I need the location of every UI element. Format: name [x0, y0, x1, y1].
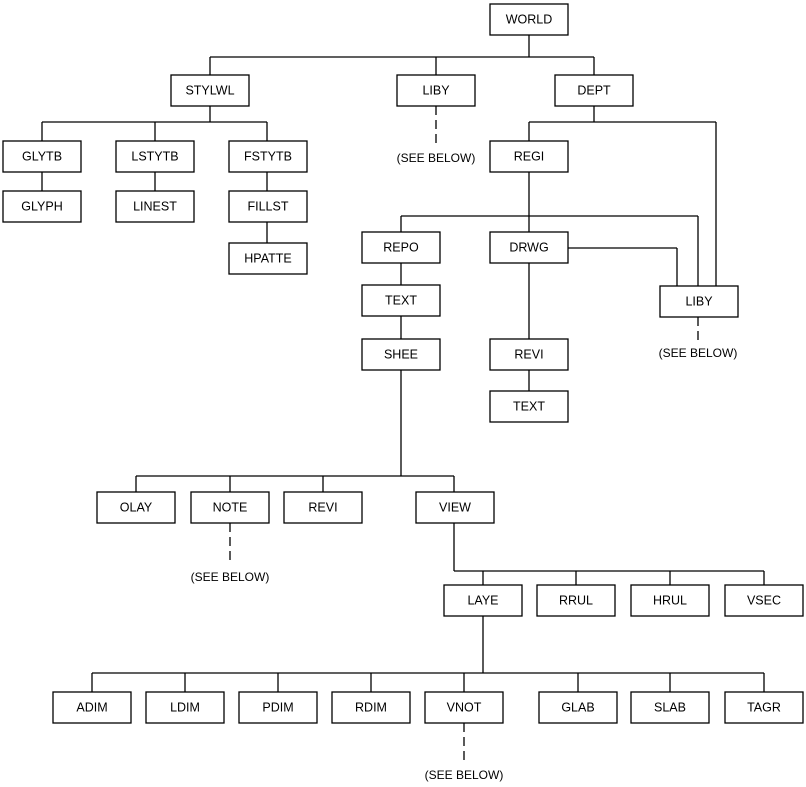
svg-text:LIBY: LIBY — [685, 295, 713, 309]
node-glab: GLAB — [538, 691, 618, 724]
svg-text:GLYPH: GLYPH — [21, 200, 62, 214]
see-below-note-note: (SEE BELOW) — [191, 570, 270, 584]
node-rrul: RRUL — [536, 584, 616, 617]
node-fstytb: FSTYTB — [228, 140, 308, 173]
svg-text:GLYTB: GLYTB — [22, 150, 62, 164]
see-below-note-liby-mid: (SEE BELOW) — [659, 346, 738, 360]
svg-text:PDIM: PDIM — [262, 701, 293, 715]
svg-text:VIEW: VIEW — [439, 501, 471, 515]
node-text-repo: TEXT — [361, 284, 441, 317]
node-repo: REPO — [361, 231, 441, 264]
svg-text:LSTYTB: LSTYTB — [131, 150, 178, 164]
node-revi-shee: REVI — [283, 491, 363, 524]
svg-text:FSTYTB: FSTYTB — [244, 150, 292, 164]
node-liby-mid: LIBY — [659, 285, 739, 318]
node-vnot: VNOT — [424, 691, 504, 724]
node-laye: LAYE — [443, 584, 523, 617]
node-hpatte: HPATTE — [228, 242, 308, 275]
node-fillst: FILLST — [228, 190, 308, 223]
node-glyph: GLYPH — [2, 190, 82, 223]
svg-text:VSEC: VSEC — [747, 594, 781, 608]
svg-text:WORLD: WORLD — [506, 13, 553, 27]
svg-text:RDIM: RDIM — [355, 701, 387, 715]
node-regi: REGI — [489, 140, 569, 173]
svg-text:DEPT: DEPT — [577, 84, 611, 98]
svg-text:REGI: REGI — [514, 150, 545, 164]
svg-text:HPATTE: HPATTE — [244, 252, 291, 266]
svg-text:LIBY: LIBY — [422, 84, 450, 98]
svg-text:TEXT: TEXT — [513, 400, 545, 414]
node-pdim: PDIM — [238, 691, 318, 724]
svg-text:NOTE: NOTE — [213, 501, 248, 515]
node-tagr: TAGR — [724, 691, 804, 724]
node-text-revi: TEXT — [489, 390, 569, 423]
svg-text:VNOT: VNOT — [447, 701, 482, 715]
see-below-note-liby-top: (SEE BELOW) — [397, 151, 476, 165]
svg-text:DRWG: DRWG — [509, 241, 548, 255]
node-adim: ADIM — [52, 691, 132, 724]
connectors — [41, 35, 765, 764]
node-note: NOTE — [190, 491, 270, 524]
node-world: WORLD — [489, 3, 569, 36]
svg-text:RRUL: RRUL — [559, 594, 593, 608]
node-glytb: GLYTB — [2, 140, 82, 173]
svg-text:LAYE: LAYE — [467, 594, 498, 608]
svg-text:TAGR: TAGR — [747, 701, 781, 715]
node-revi-drwg: REVI — [489, 338, 569, 371]
node-rdim: RDIM — [331, 691, 411, 724]
svg-text:OLAY: OLAY — [120, 501, 153, 515]
svg-text:REPO: REPO — [383, 241, 419, 255]
node-lstytb: LSTYTB — [115, 140, 195, 173]
node-slab: SLAB — [630, 691, 710, 724]
svg-text:ADIM: ADIM — [76, 701, 107, 715]
node-linest: LINEST — [115, 190, 195, 223]
node-liby-top: LIBY — [396, 74, 476, 107]
node-stylwl: STYLWL — [170, 74, 250, 107]
svg-text:LDIM: LDIM — [170, 701, 200, 715]
node-olay: OLAY — [96, 491, 176, 524]
svg-text:GLAB: GLAB — [561, 701, 594, 715]
node-ldim: LDIM — [145, 691, 225, 724]
see-below-note-vnot: (SEE BELOW) — [425, 768, 504, 782]
node-dept: DEPT — [554, 74, 634, 107]
svg-text:REVI: REVI — [514, 348, 543, 362]
node-shee: SHEE — [361, 338, 441, 371]
svg-text:LINEST: LINEST — [133, 200, 177, 214]
svg-text:HRUL: HRUL — [653, 594, 687, 608]
node-hrul: HRUL — [630, 584, 710, 617]
svg-text:SLAB: SLAB — [654, 701, 686, 715]
node-vsec: VSEC — [724, 584, 804, 617]
svg-text:FILLST: FILLST — [248, 200, 289, 214]
svg-text:REVI: REVI — [308, 501, 337, 515]
node-drwg: DRWG — [489, 231, 569, 264]
svg-text:SHEE: SHEE — [384, 348, 418, 362]
node-view: VIEW — [415, 491, 495, 524]
svg-text:STYLWL: STYLWL — [185, 84, 234, 98]
svg-text:TEXT: TEXT — [385, 294, 417, 308]
